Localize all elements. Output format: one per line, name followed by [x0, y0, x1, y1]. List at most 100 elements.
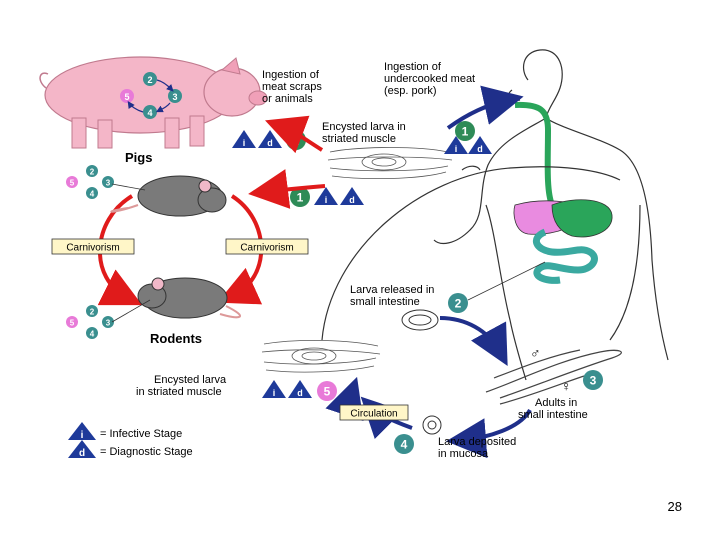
svg-text:d: d — [477, 144, 483, 154]
svg-text:Larva deposited: Larva deposited — [438, 436, 516, 448]
ingestion-scraps-label: Ingestion of meat scraps or animals — [262, 69, 322, 105]
digestive-tract — [513, 101, 613, 284]
pig-mini-cycle: 2 3 4 5 — [120, 72, 182, 119]
rodents-label: Rodents — [150, 331, 202, 346]
arrow-to-adults — [439, 316, 508, 367]
svg-text:3: 3 — [106, 319, 111, 328]
infective-triangle-top — [444, 136, 468, 154]
stage2-badge: 2 — [448, 261, 546, 313]
svg-text:4: 4 — [401, 438, 408, 452]
carnivorism-box-right: Carnivorism — [225, 238, 309, 255]
svg-text:d: d — [79, 448, 85, 459]
svg-text:in striated muscle: in striated muscle — [136, 386, 222, 398]
svg-text:2: 2 — [455, 297, 462, 311]
mini-stage-d — [120, 89, 134, 103]
svg-text:5: 5 — [70, 179, 75, 188]
svg-text:1: 1 — [297, 191, 304, 205]
svg-text:Ingestion of: Ingestion of — [384, 61, 442, 73]
svg-text:meat scraps: meat scraps — [262, 81, 322, 93]
svg-text:1: 1 — [462, 125, 469, 139]
female-symbol: ♀ — [561, 378, 572, 394]
stage4-badge: 4 — [394, 434, 414, 454]
larva-released-label: Larva released in small intestine — [350, 284, 434, 308]
svg-text:2: 2 — [90, 308, 95, 317]
svg-text:3: 3 — [106, 179, 111, 188]
svg-text:Encysted larva in: Encysted larva in — [322, 121, 406, 133]
ingestion-undercooked-label: Ingestion of undercooked meat (esp. pork… — [384, 61, 475, 97]
svg-text:d: d — [349, 195, 355, 205]
svg-text:in mucosa: in mucosa — [438, 448, 489, 460]
blue-arrows — [325, 85, 532, 459]
svg-text:Encysted larva: Encysted larva — [154, 374, 227, 386]
coiled-larva-released — [401, 309, 439, 331]
intestine — [532, 228, 598, 284]
arrow-to-rat-top — [248, 169, 326, 209]
svg-text:or animals: or animals — [262, 93, 313, 105]
svg-text:2: 2 — [147, 75, 152, 85]
svg-text:striated muscle: striated muscle — [322, 133, 396, 145]
circulation-path — [321, 166, 621, 341]
svg-text:3: 3 — [590, 374, 597, 388]
svg-text:4: 4 — [90, 190, 95, 199]
svg-text:small intestine: small intestine — [350, 296, 420, 308]
svg-text:2: 2 — [90, 168, 95, 177]
arrow-to-human-mouth — [446, 85, 524, 130]
svg-text:Larva released in: Larva released in — [350, 284, 434, 296]
svg-text:Carnivorism: Carnivorism — [66, 243, 119, 254]
arrow-to-mucosa — [446, 408, 532, 459]
esophagus — [514, 101, 555, 207]
svg-text:4: 4 — [90, 330, 95, 339]
svg-text:i: i — [81, 430, 84, 441]
circulation-box: Circulation — [339, 404, 409, 421]
svg-text:5: 5 — [324, 385, 331, 399]
mini-stage-b — [168, 89, 182, 103]
svg-text:5: 5 — [124, 92, 129, 102]
svg-text:d: d — [297, 388, 303, 398]
svg-text:Carnivorism: Carnivorism — [240, 243, 293, 254]
svg-text:i: i — [273, 388, 276, 398]
coiled-larva-mucosa — [422, 415, 442, 435]
stage-badges-rat: 1 i d — [290, 187, 364, 207]
legend-infective-text: = Infective Stage — [100, 428, 182, 440]
mini-stage-c — [143, 105, 157, 119]
encysted-larva-top-label: Encysted larva in striated muscle — [322, 121, 406, 145]
rat-bottom — [137, 277, 241, 319]
svg-text:i: i — [325, 195, 328, 205]
svg-text:4: 4 — [147, 108, 152, 118]
pig-illustration — [39, 56, 268, 149]
svg-text:d: d — [267, 138, 273, 148]
adults-label: Adults in small intestine — [518, 397, 588, 421]
svg-text:small intestine: small intestine — [518, 409, 588, 421]
legend-infective-triangle — [68, 422, 96, 440]
stage-badges-bottom: i d 5 — [262, 380, 337, 401]
rat-bottom-mini-cycle: 2 3 4 5 — [66, 299, 151, 339]
rat-top — [110, 175, 227, 217]
svg-text:5: 5 — [70, 319, 75, 328]
stage3-badge: 3 — [583, 370, 603, 390]
mini-stage-a — [143, 72, 157, 86]
legend: i = Infective Stage d = Diagnostic Stage — [68, 422, 193, 459]
svg-text:3: 3 — [172, 92, 177, 102]
svg-text:undercooked meat: undercooked meat — [384, 73, 475, 85]
rat-top-mini-cycle: 2 3 4 5 — [66, 165, 146, 199]
muscle-fiber-top — [327, 147, 453, 179]
pigs-label: Pigs — [125, 150, 152, 165]
legend-diagnostic-text: = Diagnostic Stage — [100, 446, 193, 458]
svg-text:i: i — [243, 138, 246, 148]
slide-number: 28 — [667, 499, 682, 514]
adult-worms — [485, 349, 622, 405]
svg-text:Ingestion of: Ingestion of — [262, 69, 320, 81]
svg-text:Circulation: Circulation — [350, 409, 397, 420]
arrow-to-pig — [265, 115, 324, 154]
male-symbol: ♂ — [530, 345, 541, 361]
svg-text:i: i — [455, 144, 458, 154]
larva-deposited-label: Larva deposited in mucosa — [438, 436, 516, 460]
legend-diagnostic-triangle — [68, 440, 96, 458]
svg-text:Adults in: Adults in — [535, 397, 577, 409]
stomach — [551, 199, 613, 238]
encysted-larva-bottom-label: Encysted larva in striated muscle — [136, 374, 227, 398]
carnivorism-box-left: Carnivorism — [51, 238, 135, 255]
stage1-badge-top: 1 i d — [444, 121, 492, 154]
diagnostic-triangle-top — [468, 136, 492, 154]
